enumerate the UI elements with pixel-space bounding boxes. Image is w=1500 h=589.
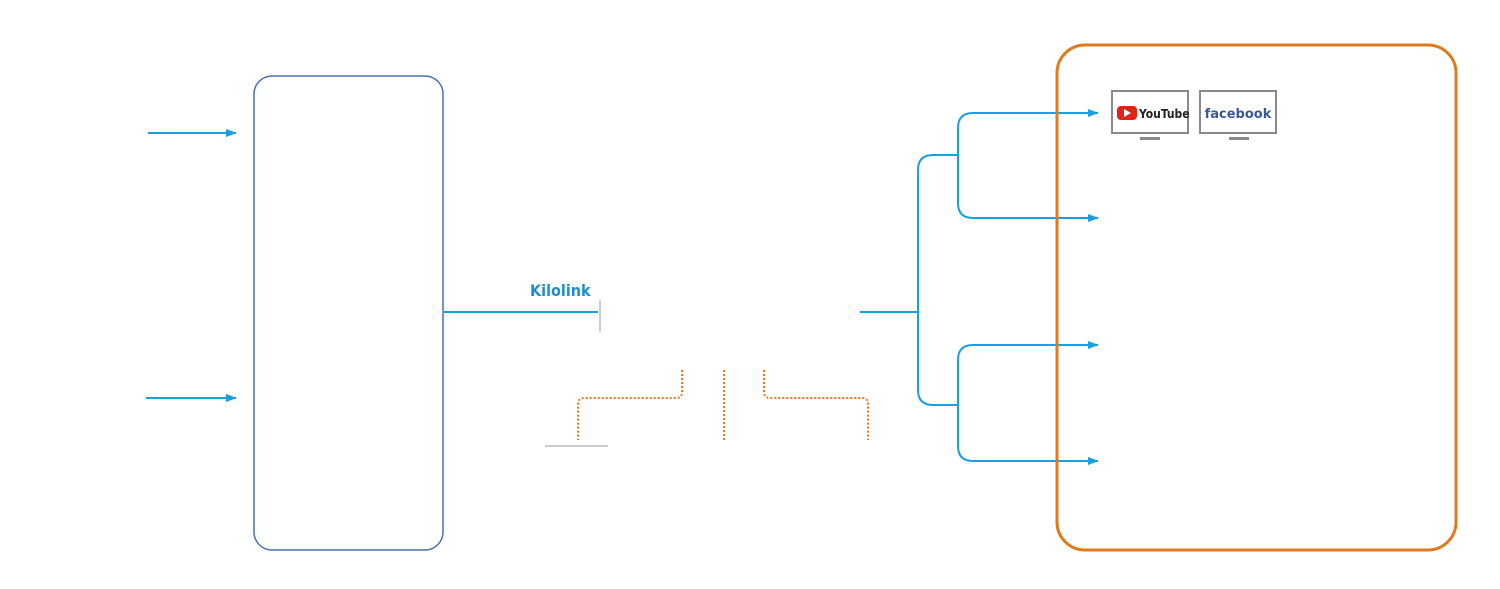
branch-lower bbox=[957, 344, 1096, 462]
dotted-path-left bbox=[577, 370, 683, 440]
monitor-stand bbox=[1229, 137, 1249, 140]
destination-box bbox=[1055, 43, 1458, 552]
facebook-monitor: facebook bbox=[1199, 90, 1277, 140]
branch-upper bbox=[957, 112, 1096, 219]
youtube-logo: YouTube bbox=[1117, 106, 1190, 121]
encoder-box bbox=[253, 75, 444, 551]
youtube-text: YouTube bbox=[1138, 107, 1190, 121]
monitor-stand bbox=[1140, 137, 1160, 140]
kilolink-label: Kilolink bbox=[530, 281, 591, 300]
dotted-path-right bbox=[763, 370, 869, 440]
facebook-logo: facebook bbox=[1205, 107, 1272, 122]
branch-trunk bbox=[917, 154, 958, 406]
youtube-monitor: YouTube bbox=[1111, 90, 1190, 140]
monitor-icon bbox=[1199, 90, 1277, 134]
